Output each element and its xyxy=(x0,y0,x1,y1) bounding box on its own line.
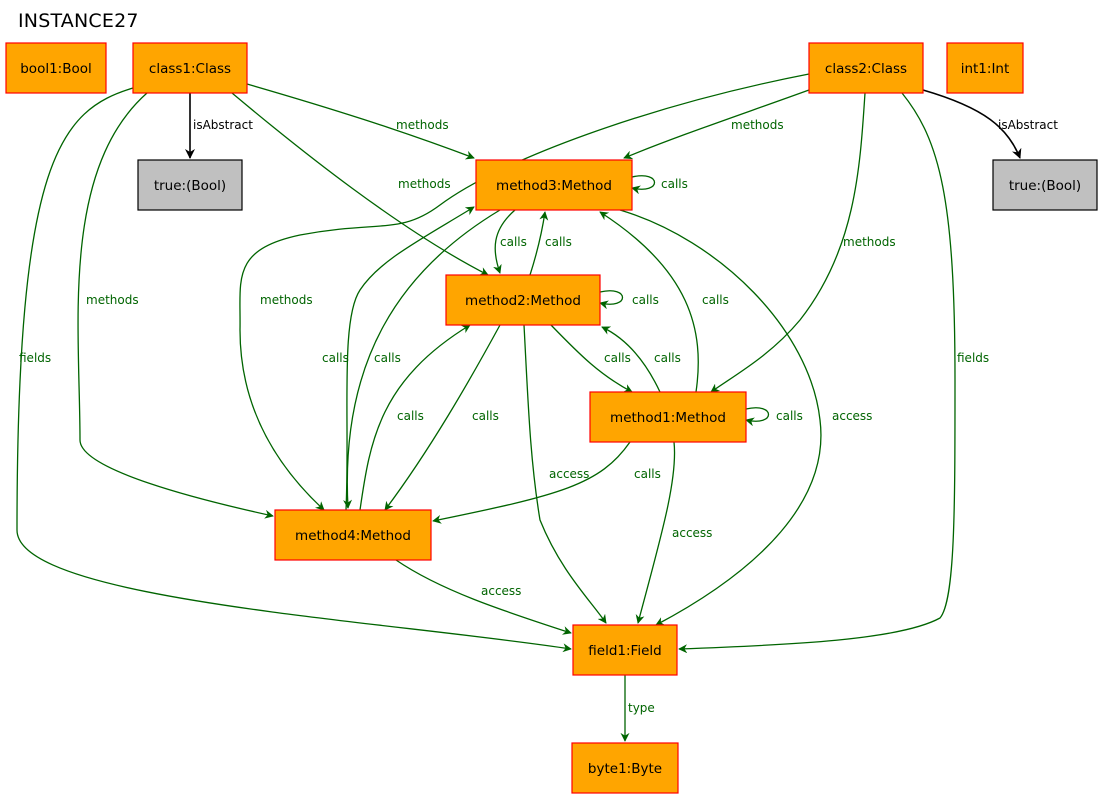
node-label: bool1:Bool xyxy=(20,61,92,77)
edge-method1-field1 xyxy=(635,441,676,624)
edge-label-fields: fields xyxy=(19,351,51,365)
node-true2: true:(Bool) xyxy=(992,159,1098,211)
edge-label-calls: calls xyxy=(322,351,349,365)
node-label: byte1:Byte xyxy=(588,761,662,777)
edge-method4-method3 xyxy=(345,206,475,511)
edge-class2-field1 xyxy=(678,92,956,654)
edge-label-access: access xyxy=(832,409,872,423)
node-box xyxy=(475,159,633,211)
node-label: method3:Method xyxy=(496,178,612,194)
edge-label-methods: methods xyxy=(86,293,139,307)
edge-class1-method2 xyxy=(231,92,489,276)
edge-label-calls: calls xyxy=(702,293,729,307)
edge-label-methods: methods xyxy=(398,177,451,191)
node-bool1: bool1:Bool xyxy=(5,42,107,94)
node-label: true:(Bool) xyxy=(1009,178,1081,194)
node-box xyxy=(274,509,432,561)
node-method4: method4:Method xyxy=(274,509,432,561)
node-label: method2:Method xyxy=(465,293,581,309)
edge-label-calls: calls xyxy=(374,351,401,365)
edge-label-type: type xyxy=(628,701,655,715)
edge-label-isabstract: isAbstract xyxy=(998,118,1058,132)
edge-method1-method3 xyxy=(599,211,699,393)
edge-label-methods: methods xyxy=(843,235,896,249)
edge-class2-true2 xyxy=(922,89,1022,159)
edge-label-calls: calls xyxy=(500,235,527,249)
node-field1: field1:Field xyxy=(572,624,678,676)
node-label: method4:Method xyxy=(295,528,411,544)
edge-method2-method3 xyxy=(529,211,549,276)
edge-method4-field1 xyxy=(395,559,572,635)
node-box xyxy=(808,42,924,94)
node-method2: method2:Method xyxy=(445,274,601,326)
diagram-title: INSTANCE27 xyxy=(18,10,139,32)
node-label: class2:Class xyxy=(825,61,907,77)
edge-label-access: access xyxy=(549,467,589,481)
edge-label-calls: calls xyxy=(776,409,803,423)
node-box xyxy=(589,391,747,443)
node-box xyxy=(992,159,1098,211)
edge-label-calls: calls xyxy=(634,467,661,481)
node-box xyxy=(946,42,1024,94)
edge-class1-field1 xyxy=(16,87,572,653)
edge-method3-method3 xyxy=(631,175,656,195)
node-box xyxy=(137,159,243,211)
node-label: method1:Method xyxy=(610,410,726,426)
edge-label-methods: methods xyxy=(260,293,313,307)
edge-label-calls: calls xyxy=(397,409,424,423)
edge-label-calls: calls xyxy=(654,351,681,365)
edge-label-calls: calls xyxy=(604,351,631,365)
edge-label-fields: fields xyxy=(957,351,989,365)
edge-method4-method2 xyxy=(359,324,471,511)
edge-class2-method4 xyxy=(239,73,810,511)
edge-label-methods: methods xyxy=(396,118,449,132)
edge-method2-method2 xyxy=(599,290,624,310)
node-box xyxy=(445,274,601,326)
node-box xyxy=(572,624,678,676)
edge-method2-field1 xyxy=(523,324,607,624)
edge-method1-method2 xyxy=(601,326,661,393)
node-byte1: byte1:Byte xyxy=(571,742,679,794)
node-method1: method1:Method xyxy=(589,391,747,443)
edge-method3-method4 xyxy=(343,209,501,509)
edge-method1-method1 xyxy=(745,407,770,427)
edge-class1-method4 xyxy=(77,92,274,519)
edge-method1-method4 xyxy=(432,441,631,524)
node-box xyxy=(571,742,679,794)
edge-label-methods: methods xyxy=(731,118,784,132)
node-box xyxy=(132,42,248,94)
edge-method3-field1 xyxy=(619,209,822,626)
node-label: class1:Class xyxy=(149,61,231,77)
edge-label-calls: calls xyxy=(472,409,499,423)
edge-label-calls: calls xyxy=(661,177,688,191)
node-class1: class1:Class xyxy=(132,42,248,94)
node-box xyxy=(5,42,107,94)
edge-method3-method2 xyxy=(493,209,516,274)
edge-label-access: access xyxy=(481,584,521,598)
node-class2: class2:Class xyxy=(808,42,924,94)
node-label: int1:Int xyxy=(961,61,1010,77)
edge-class2-method1 xyxy=(710,92,866,393)
edge-class2-method3 xyxy=(623,89,810,160)
edge-method2-method4 xyxy=(384,324,501,511)
edge-class1-method3 xyxy=(246,83,475,160)
edge-label-calls: calls xyxy=(632,293,659,307)
node-label: true:(Bool) xyxy=(154,178,226,194)
node-label: field1:Field xyxy=(588,643,661,659)
node-method3: method3:Method xyxy=(475,159,633,211)
node-int1: int1:Int xyxy=(946,42,1024,94)
node-true1: true:(Bool) xyxy=(137,159,243,211)
edge-label-access: access xyxy=(672,526,712,540)
edge-method2-method1 xyxy=(550,324,633,393)
edge-label-calls: calls xyxy=(545,235,572,249)
edge-label-isabstract: isAbstract xyxy=(193,118,253,132)
